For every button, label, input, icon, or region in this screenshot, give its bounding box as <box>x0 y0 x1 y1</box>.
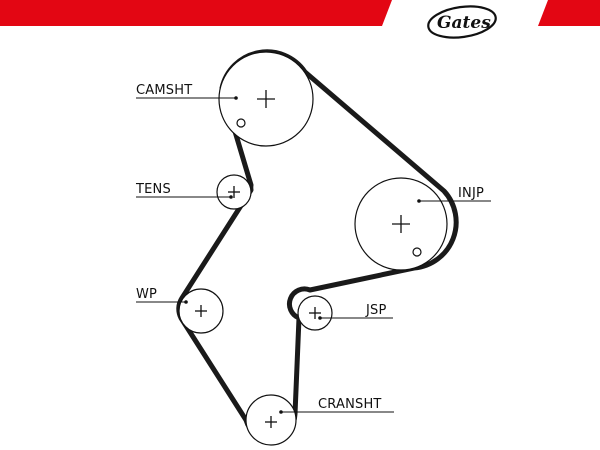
header-red-corner <box>538 0 600 26</box>
gates-logo-text: Gates <box>437 13 491 33</box>
crankshaft-label: CRANSHT <box>318 397 382 412</box>
camshaft-pulley <box>218 51 314 147</box>
injection-pump-label: INJP <box>458 186 484 201</box>
jockey-callout: JSP <box>318 303 393 320</box>
camshaft-timing-mark-icon <box>236 118 246 128</box>
injection-pump-callout: INJP <box>417 186 491 203</box>
tensioner-label: TENS <box>135 182 171 197</box>
gates-logo: Gates <box>427 5 497 39</box>
crankshaft-callout: CRANSHT <box>279 397 394 414</box>
tensioner-pulley <box>216 174 252 210</box>
injection-pump-pulley <box>354 177 448 271</box>
camshaft-callout: CAMSHT <box>136 83 238 100</box>
header-red-banner <box>0 0 392 26</box>
crankshaft-pulley <box>245 394 297 446</box>
tensioner-callout: TENS <box>135 182 233 199</box>
jockey-pulley <box>297 295 333 331</box>
water-pump-pulley <box>178 288 224 334</box>
jockey-label: JSP <box>365 303 387 318</box>
water-pump-label: WP <box>136 287 157 302</box>
water-pump-callout: WP <box>136 287 188 304</box>
injection-pump-timing-mark-icon <box>412 247 422 257</box>
camshaft-label: CAMSHT <box>136 83 192 98</box>
